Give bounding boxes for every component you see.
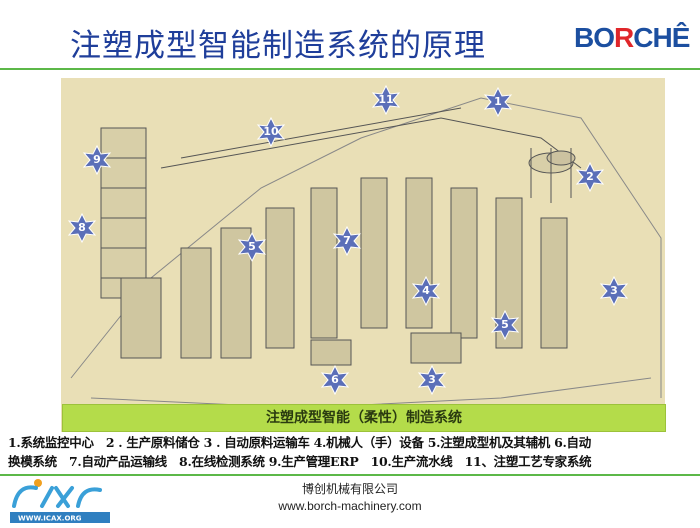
badge-7: 7: [332, 225, 362, 257]
legend-line-2: 换模系统 7.自动产品运输线 8.在线检测系统 9.生产管理ERP 10.生产流…: [8, 454, 592, 469]
factory-diagram: 1 2 3 3 4 5 5 6 7 8 9 10 11: [61, 78, 665, 432]
badge-9: 9: [82, 144, 112, 176]
header-divider: [0, 68, 700, 70]
badge-5: 5: [237, 231, 267, 263]
company-name: 博创机械有限公司: [301, 482, 398, 496]
badge-3: 3: [599, 275, 629, 307]
legend: 1.系统监控中心 2 . 生产原料储仓 3 . 自动原料运输车 4.机械人（手）…: [8, 433, 698, 471]
badge-11: 11: [371, 84, 401, 116]
company-info: 博创机械有限公司 www.borch-machinery.com: [250, 481, 450, 515]
diagram-caption: 注塑成型智能（柔性）制造系统: [62, 404, 666, 432]
factory-drawing: [70, 97, 662, 409]
svg-text:WWW.ICAX.ORG: WWW.ICAX.ORG: [18, 515, 82, 523]
page-title: 注塑成型智能制造系统的原理: [70, 28, 486, 64]
company-website[interactable]: www.borch-machinery.com: [278, 499, 422, 513]
badge-5b: 5: [490, 309, 520, 341]
borche-logo: BORCHÊ: [574, 22, 690, 53]
badge-8: 8: [67, 212, 97, 244]
badge-4: 4: [411, 275, 441, 307]
footer-divider: [0, 474, 700, 476]
legend-line-1: 1.系统监控中心 2 . 生产原料储仓 3 . 自动原料运输车 4.机械人（手）…: [8, 435, 591, 450]
badge-6: 6: [320, 364, 350, 396]
badge-2: 2: [575, 161, 605, 193]
badge-10: 10: [256, 116, 286, 148]
badge-1: 1: [483, 86, 513, 118]
badge-3b: 3: [417, 364, 447, 396]
icax-logo: WWW.ICAX.ORG: [8, 478, 128, 528]
